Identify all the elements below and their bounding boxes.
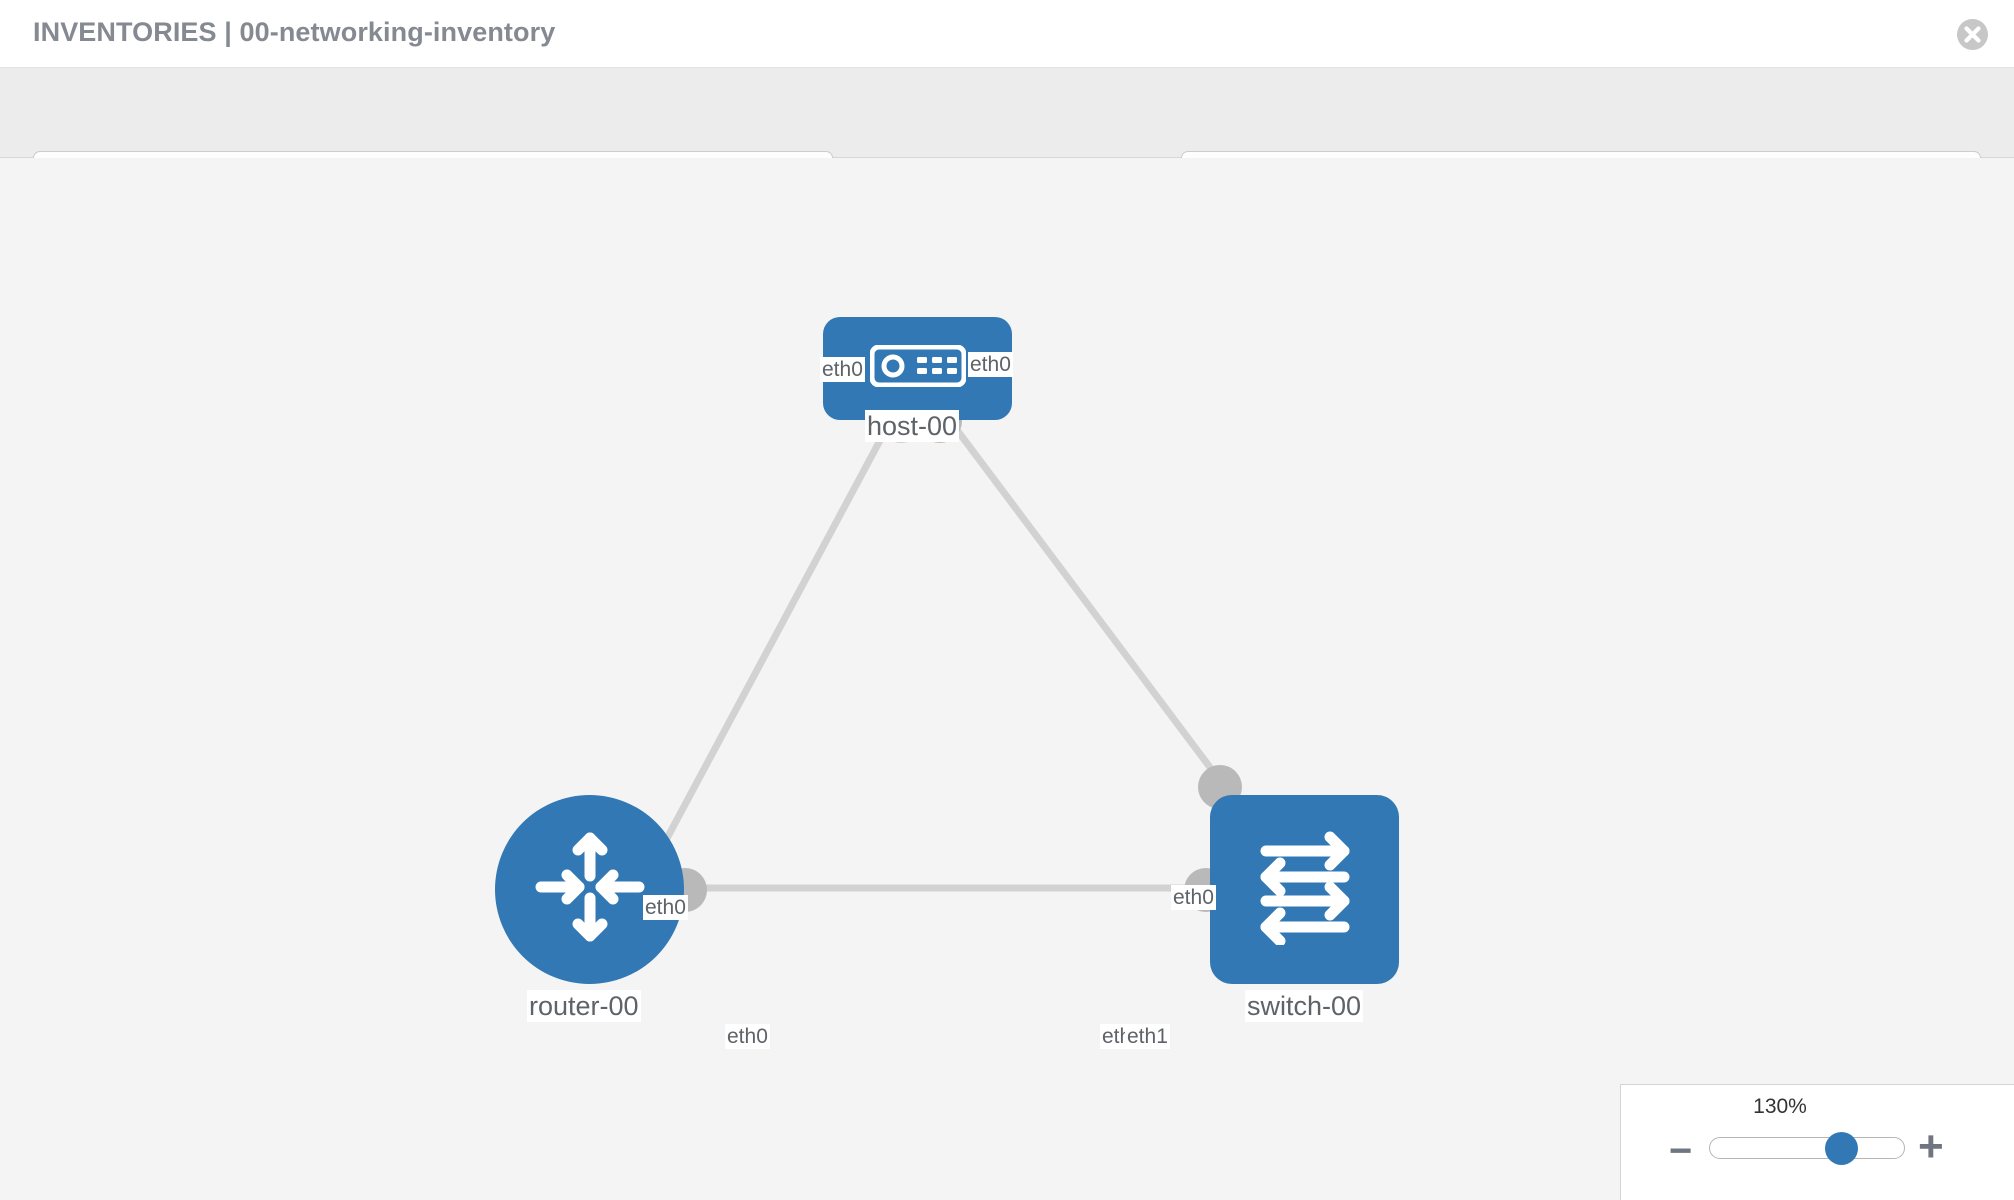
- server-icon: [869, 344, 966, 392]
- toolbar: ACTIONS SEARCH: [0, 68, 2014, 200]
- link-host-router: [631, 416, 896, 900]
- zoom-slider-thumb[interactable]: [1825, 1132, 1859, 1165]
- switch-arrows-icon: [1244, 829, 1366, 950]
- close-icon[interactable]: [1957, 19, 1988, 50]
- page-title: INVENTORIES | 00-networking-inventory: [33, 17, 556, 47]
- iface-label-host-left: eth0: [820, 357, 865, 382]
- iface-label-host-right: eth0: [968, 352, 1013, 377]
- router-arrows-icon: [531, 828, 649, 951]
- zoom-slider-track[interactable]: [1709, 1132, 1905, 1165]
- iface-label-router-up: eth0: [643, 895, 688, 920]
- topology-canvas[interactable]: host-00 eth0 eth0: [0, 158, 2014, 1200]
- switch-node-label: switch-00: [1245, 990, 1364, 1022]
- iface-label-router-right: eth0: [725, 1024, 770, 1049]
- switch-node-shape[interactable]: [1210, 795, 1399, 984]
- router-node-shape[interactable]: [495, 795, 684, 984]
- zoom-level-value: 130%: [1753, 1095, 1807, 1118]
- router-node-label: router-00: [527, 990, 641, 1022]
- link-host-switch: [945, 415, 1221, 781]
- zoom-in-button[interactable]: +: [1918, 1122, 1944, 1171]
- host-node-label: host-00: [865, 410, 960, 442]
- zoom-out-button[interactable]: −: [1669, 1129, 1693, 1173]
- zoom-control-panel: 130% − +: [1620, 1084, 2014, 1200]
- page-header: INVENTORIES | 00-networking-inventory: [0, 0, 2014, 68]
- iface-label-switch-up: eth0: [1171, 885, 1216, 910]
- topology-links: [631, 415, 1221, 900]
- iface-label-switch-left-b: eth1: [1125, 1024, 1170, 1049]
